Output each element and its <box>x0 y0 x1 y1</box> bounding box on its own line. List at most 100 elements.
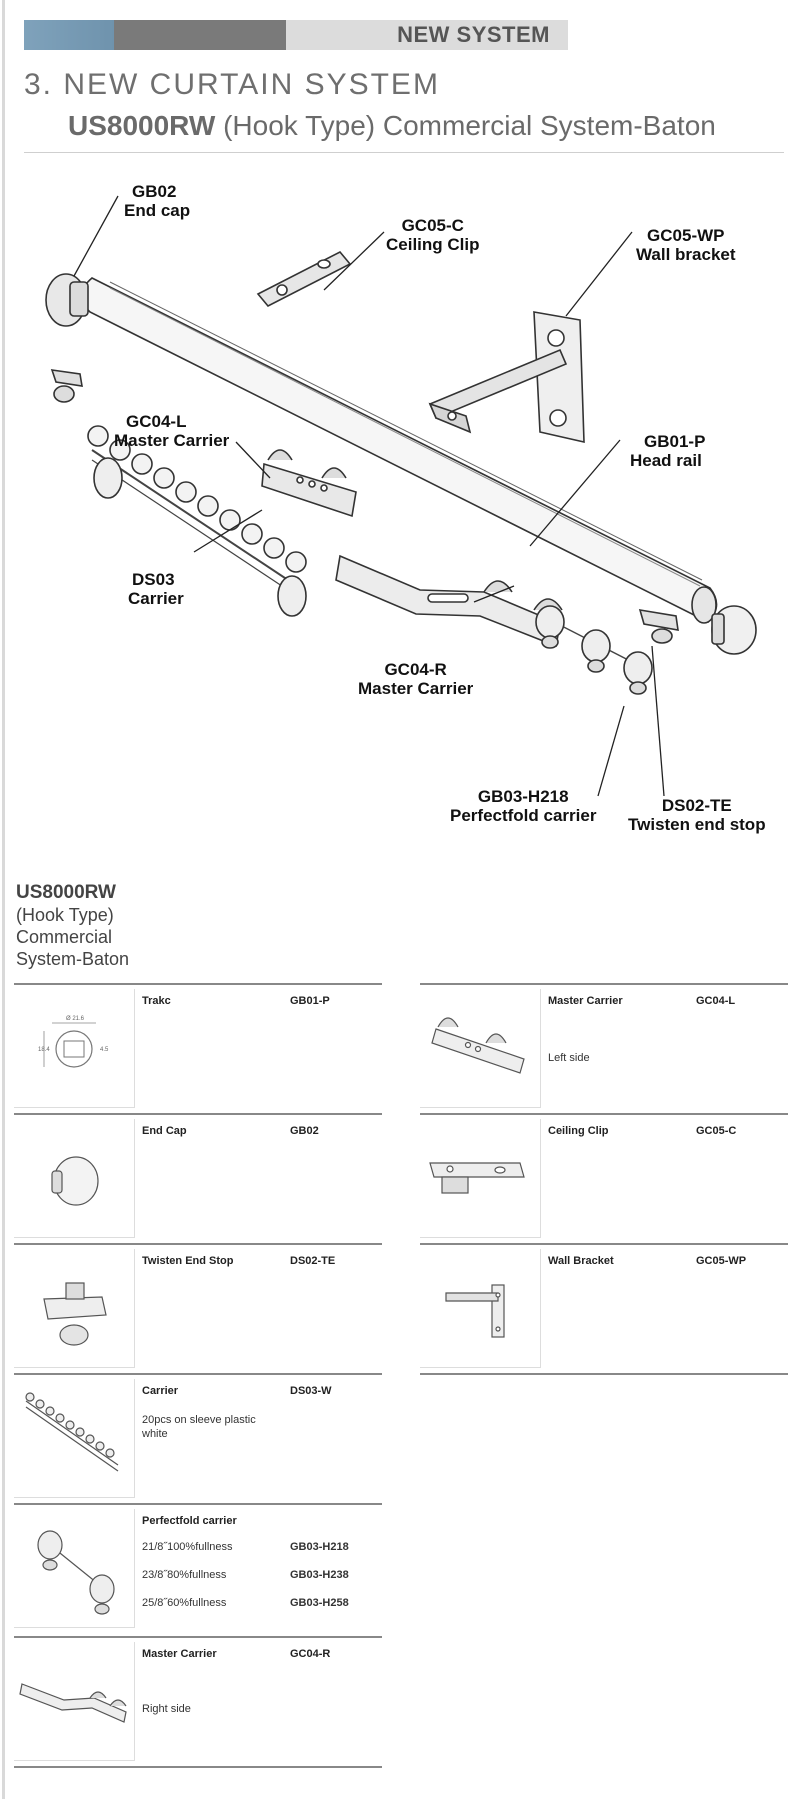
chapter-title: 3. NEW CURTAIN SYSTEM <box>24 68 440 101</box>
dim-slot: 4.5 <box>100 1047 109 1053</box>
endcap-image <box>14 1119 135 1238</box>
callout-name: End cap <box>124 201 191 220</box>
part-code: DS02-TE <box>290 1255 336 1267</box>
callout-code: GB01-P <box>644 432 706 451</box>
wall-bracket-image <box>420 1249 541 1368</box>
callout-name: Master Carrier <box>358 679 474 698</box>
part-cell-perfectfold: Perfectfold carrier 21/8˝100%fullness GB… <box>14 1503 382 1633</box>
part-name: Master Carrier <box>548 995 623 1007</box>
master-carrier-r-drawing <box>335 554 563 648</box>
banner-blue-block <box>24 20 114 50</box>
callout-ds03: DS03 Carrier <box>128 570 184 608</box>
part-cell-ceiling: Ceiling Clip GC05-C <box>420 1113 788 1243</box>
part-code: GC05-WP <box>696 1255 747 1267</box>
perfectfold-row: 25/8˝60%fullness GB03-H258 <box>142 1597 372 1609</box>
dim-diameter: Ø 21.6 <box>66 1016 85 1022</box>
title-divider <box>24 152 784 153</box>
end-cap-right-drawing <box>711 605 757 655</box>
part-name: Ceiling Clip <box>548 1125 609 1137</box>
callout-code: GC04-R <box>384 660 447 679</box>
callout-gc04-r: GC04-R Master Carrier <box>358 660 473 698</box>
part-cell-master-l: Master Carrier GC04-L Left side <box>420 983 788 1113</box>
part-code: GB01-P <box>290 995 330 1007</box>
part-name: End Cap <box>142 1125 187 1137</box>
master-carrier-r-image <box>14 1642 135 1761</box>
part-desc: 20pcs on sleeve plastic <box>142 1414 256 1426</box>
callout-code: GB03-H218 <box>477 787 569 806</box>
callout-code: GC05-WP <box>647 226 725 245</box>
part-cell-wall: Wall Bracket GC05-WP <box>420 1243 788 1373</box>
trakc-profile-image: Ø 21.6 18.4 4.5 <box>14 989 135 1108</box>
row-label: 21/8˝100%fullness <box>142 1541 233 1553</box>
part-code: GB02 <box>290 1125 319 1137</box>
right-table-bottom-line <box>420 1373 788 1375</box>
part-name: Carrier <box>142 1385 179 1397</box>
system-title: US8000RW (Hook Type) Commercial System-B… <box>68 110 716 142</box>
part-code: GC05-C <box>696 1125 737 1137</box>
leader-lines <box>73 195 665 797</box>
callout-gc05-wp: GC05-WP Wall bracket <box>636 226 736 264</box>
part-code: DS03-W <box>290 1385 332 1397</box>
left-margin-line <box>2 0 5 1799</box>
row-code: GB03-H218 <box>290 1541 349 1553</box>
part-name: Master Carrier <box>142 1648 217 1660</box>
part-desc: Left side <box>548 1052 590 1064</box>
end-cap-left-drawing <box>45 273 89 327</box>
part-code: GC04-L <box>696 995 736 1007</box>
dim-height: 18.4 <box>38 1047 50 1053</box>
system-subtitle: (Hook Type) Commercial System-Baton <box>223 110 716 141</box>
callout-gb01-p: GB01-P Head rail <box>630 432 705 470</box>
endstop-image <box>14 1249 135 1368</box>
part-desc: white <box>142 1428 168 1440</box>
section-line: Commercial <box>16 927 113 947</box>
callout-gc04-l: GC04-L Master Carrier <box>114 412 229 450</box>
callout-name: Carrier <box>128 589 184 608</box>
row-label: 23/8˝80%fullness <box>142 1569 227 1581</box>
table-bottom-line <box>14 1766 382 1768</box>
part-name: Trakc <box>142 995 171 1007</box>
part-cell-carrier: Carrier DS03-W 20pcs on sleeve plastic w… <box>14 1373 382 1503</box>
carriers-row-drawing <box>87 425 307 617</box>
wall-bracket-drawing <box>428 311 585 444</box>
master-carrier-l-image <box>420 989 541 1108</box>
row-label: 25/8˝60%fullness <box>142 1597 227 1609</box>
section-line: System-Baton <box>16 949 130 969</box>
callout-name: Master Carrier <box>114 431 230 450</box>
part-name: Perfectfold carrier <box>142 1515 237 1527</box>
callout-name: Ceiling Clip <box>386 235 480 254</box>
callout-code: DS03 <box>132 570 175 589</box>
part-cell-master-r: Master Carrier GC04-R Right side <box>14 1636 382 1766</box>
callout-code: GC05-C <box>401 216 464 235</box>
row-code: GB03-H258 <box>290 1597 349 1609</box>
part-desc: Right side <box>142 1703 191 1715</box>
perfectfold-row: 21/8˝100%fullness GB03-H218 <box>142 1541 372 1553</box>
callout-name: Head rail <box>630 451 702 470</box>
twisten-end-stop-drawing <box>638 609 679 644</box>
perfectfold-row: 23/8˝80%fullness GB03-H238 <box>142 1569 372 1581</box>
banner-label: NEW SYSTEM <box>286 20 568 50</box>
system-model: US8000RW <box>68 110 216 141</box>
section-line: (Hook Type) <box>16 905 114 925</box>
callout-code: GB02 <box>132 182 177 201</box>
callout-ds02-te: DS02-TE Twisten end stop <box>628 796 766 834</box>
part-cell-trakc: Ø 21.6 18.4 4.5 Trakc GB01-P <box>14 983 382 1113</box>
part-code: GC04-R <box>290 1648 331 1660</box>
perfectfold-image <box>14 1509 135 1628</box>
master-carrier-l-drawing <box>261 449 357 518</box>
parts-section-title: US8000RW (Hook Type) Commercial System-B… <box>16 882 129 970</box>
callout-name: Perfectfold carrier <box>450 806 597 825</box>
ceiling-clip-image <box>420 1119 541 1238</box>
perfectfold-carriers-drawing <box>535 605 653 695</box>
section-line: US8000RW <box>16 882 116 903</box>
callout-gb03-h218: GB03-H218 Perfectfold carrier <box>450 787 596 825</box>
part-name: Twisten End Stop <box>142 1255 234 1267</box>
part-cell-endcap: End Cap GB02 <box>14 1113 382 1243</box>
callout-code: GC04-L <box>126 412 187 431</box>
carrier-image <box>14 1379 135 1498</box>
section-banner: NEW SYSTEM <box>24 20 568 50</box>
callout-name: Wall bracket <box>636 245 736 264</box>
callout-name: Twisten end stop <box>628 815 766 834</box>
exploded-diagram: GB02 End cap GC05-C Ceiling Clip GC05-WP… <box>0 160 792 850</box>
callout-gc05-c: GC05-C Ceiling Clip <box>386 216 480 254</box>
row-code: GB03-H238 <box>290 1569 349 1581</box>
